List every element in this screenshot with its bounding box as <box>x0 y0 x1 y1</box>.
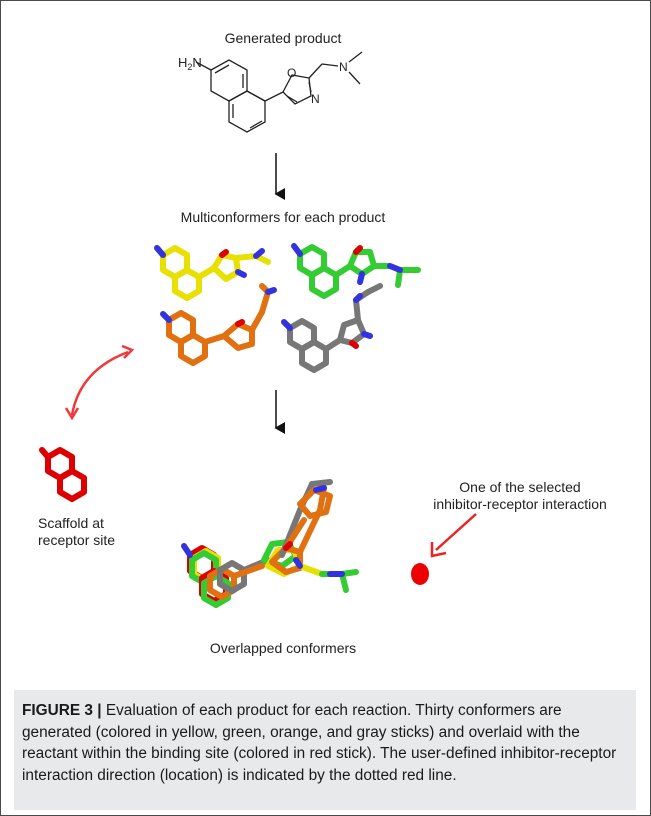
interaction-label: One of the selected inhibitor-receptor i… <box>433 479 607 513</box>
atom-o-label: O <box>287 66 296 80</box>
red-scaffold <box>39 447 87 502</box>
overlapped-conformers-title: Overlapped conformers <box>209 640 357 656</box>
scaffold-label-line1: Scaffold at <box>38 515 104 531</box>
generated-product-title: Generated product <box>224 30 342 46</box>
scaffold-label: Scaffold at receptor site <box>38 515 115 549</box>
figure-drawing: H2N O N N <box>39 51 477 608</box>
overlapped-conformers <box>181 479 359 608</box>
green-conformer <box>291 243 421 299</box>
multiconformers-title: Multiconformers for each product <box>180 209 386 225</box>
caption-body: Evaluation of each product for each reac… <box>22 702 617 784</box>
gray-conformer <box>281 283 383 373</box>
caption-label: FIGURE 3 | <box>22 702 102 719</box>
product-structure-diagram <box>195 51 363 133</box>
interaction-label-line1: One of the selected <box>459 479 581 495</box>
interaction-label-line2: inhibitor-receptor interaction <box>433 496 607 512</box>
atom-n-dimethyl-label: N <box>339 60 348 74</box>
scaffold-label-line2: receptor site <box>38 532 116 548</box>
orange-conformer <box>160 283 277 366</box>
atom-n-ring-label: N <box>311 92 320 106</box>
figure-caption: FIGURE 3 | Evaluation of each product fo… <box>22 700 628 786</box>
interaction-point <box>411 563 429 585</box>
interaction-arrow <box>430 513 477 558</box>
atom-h-label: H2N <box>178 55 202 72</box>
yellow-conformer <box>154 245 271 301</box>
scaffold-curved-arrow <box>64 344 135 421</box>
caption-background <box>14 690 636 810</box>
